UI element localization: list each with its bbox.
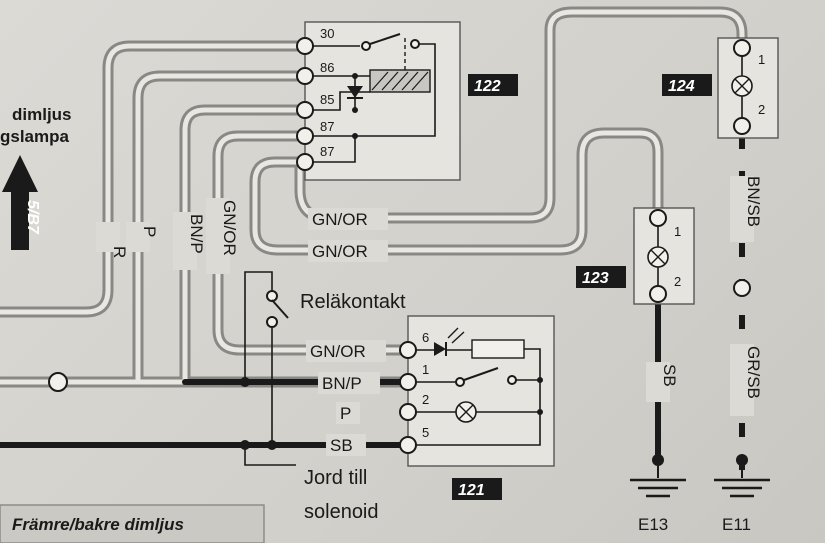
wire-label: R	[110, 246, 129, 258]
relay-pin-label: 87	[320, 144, 334, 159]
lamp-124: 1 2 124	[662, 37, 779, 139]
footer-caption-text: Främre/bakre dimljus	[12, 515, 184, 534]
wire-label: P	[340, 404, 351, 423]
wire-label: BN/P	[322, 374, 362, 393]
switch-id-badge: 121	[458, 482, 485, 499]
switch-pin-label: 6	[422, 330, 429, 345]
arrow-reference: 5/B7	[24, 200, 41, 235]
ground-note-line: Jord till	[304, 467, 367, 489]
wire-label: BN/SB	[744, 176, 763, 227]
inline-connector	[733, 279, 751, 297]
junction-dot	[240, 440, 250, 450]
horizontal-wire-labels: GN/OR GN/OR GN/OR BN/P P SB	[306, 208, 388, 456]
relay-pin-label: 30	[320, 26, 334, 41]
lamp-pin-label: 1	[674, 224, 681, 239]
lamp-pin-label: 2	[758, 102, 765, 117]
ground-label: E13	[638, 515, 668, 534]
relay-contact-symbol	[266, 290, 289, 328]
relay-122: 30 86 85 87 87 122	[296, 21, 518, 181]
annotations: Reläkontakt Jord till solenoid	[300, 291, 406, 523]
wire-label: SB	[330, 436, 353, 455]
switch-pin-label: 5	[422, 425, 429, 440]
ground-e11: E11	[714, 454, 770, 534]
junction-dot	[267, 440, 277, 450]
switch-pin-label: 2	[422, 392, 429, 407]
wire-label: GN/OR	[310, 342, 366, 361]
relay-pin-label: 86	[320, 60, 334, 75]
wire-label: GN/OR	[312, 242, 368, 261]
wire-label: SB	[660, 364, 679, 387]
left-terminal	[48, 372, 68, 392]
wire-label: GR/SB	[744, 346, 763, 399]
relay-contact-note: Reläkontakt	[300, 291, 406, 313]
heading-line: gslampa	[0, 127, 70, 146]
relay-pin-label: 85	[320, 92, 334, 107]
vertical-wire-labels: R P BN/P GN/OR BN/SB SB GR/SB	[96, 176, 763, 416]
ground-e13: E13	[630, 454, 686, 534]
switch-pin-label: 1	[422, 362, 429, 377]
left-heading: dimljus gslampa 5/B7	[0, 105, 72, 250]
wire-label: GN/OR	[220, 200, 239, 256]
heading-line: dimljus	[12, 105, 72, 124]
arrow-up-icon	[2, 155, 38, 250]
lamp-id-badge: 124	[668, 78, 695, 95]
relay-pin-label: 87	[320, 119, 334, 134]
relay-id-badge: 122	[474, 78, 501, 95]
wire-label: GN/OR	[312, 210, 368, 229]
lamp-id-badge: 123	[582, 270, 609, 287]
wire-label: BN/P	[187, 214, 206, 254]
lamp-123: 1 2 123	[576, 207, 695, 305]
lamp-pin-label: 2	[674, 274, 681, 289]
footer-caption: Främre/bakre dimljus	[0, 504, 265, 543]
lamp-pin-label: 1	[758, 52, 765, 67]
ground-label: E11	[722, 515, 751, 534]
junction-dot	[240, 377, 250, 387]
ground-note-line: solenoid	[304, 501, 379, 523]
switch-121: 6 1 2 5 121	[399, 315, 555, 500]
wire-label: P	[140, 226, 159, 237]
